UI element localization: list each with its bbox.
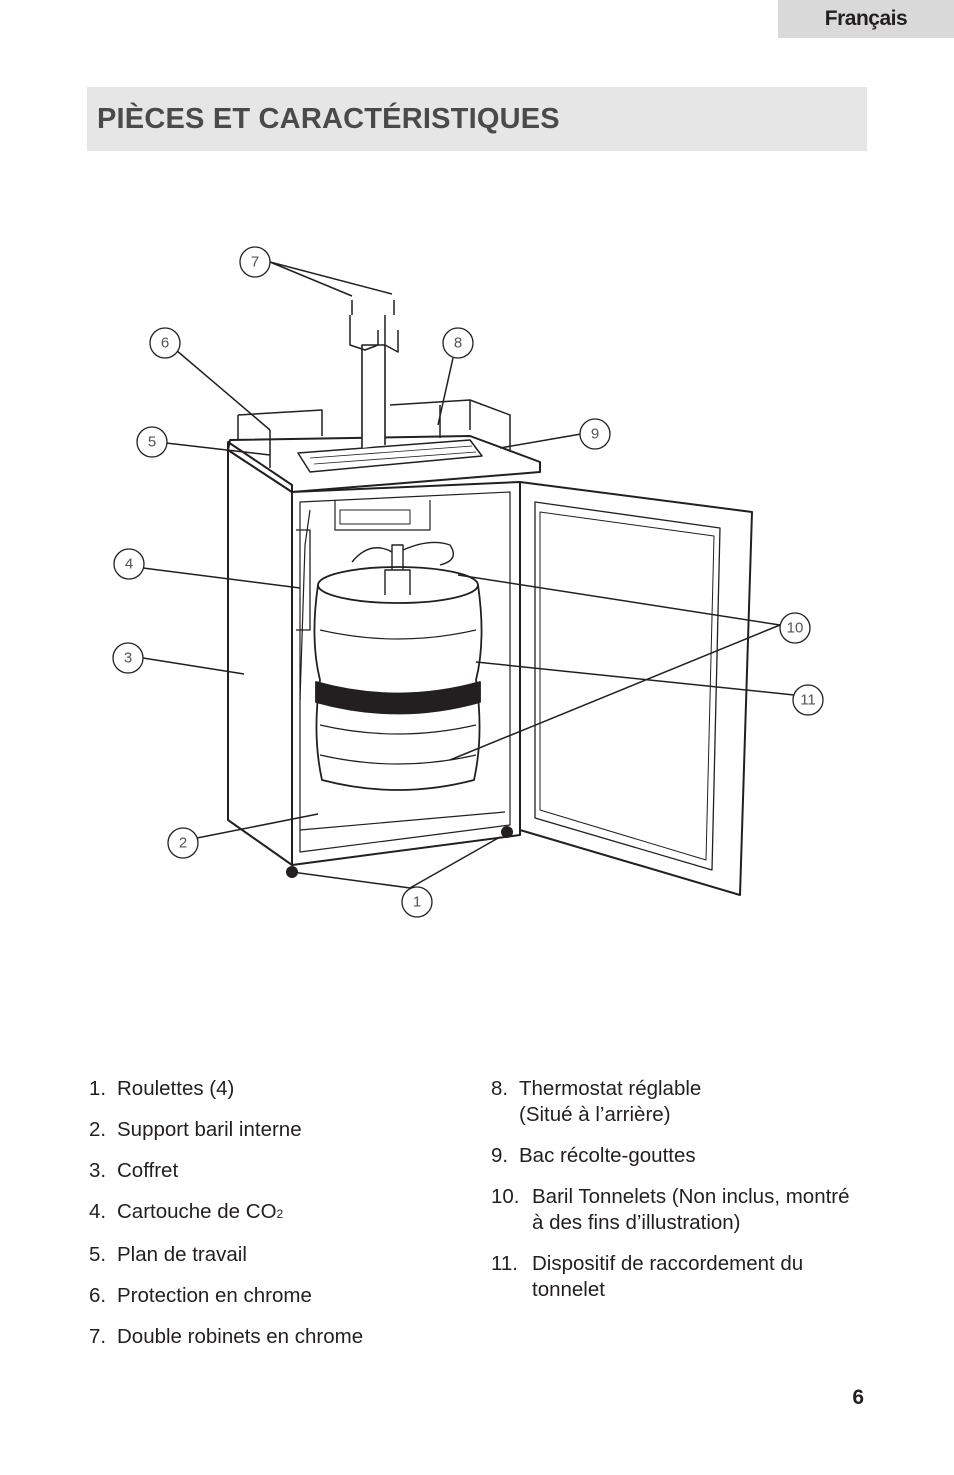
item-number: 7.: [89, 1325, 107, 1348]
cabinet-door: [519, 481, 753, 896]
item-number: 11.: [491, 1252, 518, 1275]
callout-label-3: 3: [124, 650, 132, 667]
item-text: Baril Tonnelets (Non inclus, montré: [532, 1185, 850, 1208]
item-text: Coffret: [117, 1159, 179, 1182]
item-number: 5.: [89, 1243, 107, 1266]
item-text-wrap: Cartouche de CO2: [89, 1199, 469, 1227]
item-text-line2: à des fins d’illustration): [532, 1211, 741, 1234]
drip-tray: [297, 439, 483, 473]
callout-label-7: 7: [251, 254, 259, 271]
item-number: 10.: [491, 1185, 520, 1208]
list-item: 10. Baril Tonnelets (Non inclus, montré …: [491, 1184, 871, 1236]
item-number: 1.: [89, 1077, 107, 1100]
item-number: 4.: [89, 1200, 107, 1223]
keg-coupler: [351, 541, 454, 595]
callout-label-5: 5: [148, 434, 156, 451]
callout-label-10: 10: [787, 620, 804, 637]
list-item: 5. Plan de travail: [89, 1242, 469, 1268]
callout-3: [112, 642, 144, 674]
callout-6: [149, 327, 181, 359]
co2-cartridge: [296, 529, 311, 631]
tap-tower: [361, 344, 386, 448]
kegerator-diagram: 7 6 8 5 9 4 3 10 11 2 1: [112, 246, 824, 918]
list-item: 1. Roulettes (4): [89, 1076, 469, 1102]
item-number: 8.: [491, 1077, 509, 1100]
list-item: 4. Cartouche de CO2: [89, 1199, 469, 1227]
list-item: 6. Protection en chrome: [89, 1283, 469, 1309]
page-number: 6: [852, 1386, 864, 1409]
callout-4: [113, 548, 145, 580]
item-text: Dispositif de raccordement du: [532, 1252, 804, 1275]
item-number: 3.: [89, 1159, 107, 1182]
callout-9: [579, 418, 611, 450]
caster-right: [501, 826, 513, 838]
cabinet-interior: [291, 481, 521, 866]
cabinet-side: [227, 449, 293, 866]
item-text: Cartouche de CO: [117, 1200, 277, 1223]
callout-8: [442, 327, 474, 359]
item-text-line2: (Situé à l’arrière): [519, 1103, 671, 1126]
chrome-guard: [237, 399, 511, 468]
callout-label-1: 1: [413, 894, 421, 911]
item-number: 6.: [89, 1284, 107, 1307]
section-title-bar: PIÈCES ET CARACTÉRISTIQUES: [87, 87, 867, 151]
language-tab: Français: [778, 0, 954, 38]
list-item: 3. Coffret: [89, 1158, 469, 1184]
callout-label-4: 4: [125, 556, 133, 573]
item-text: Roulettes (4): [117, 1077, 235, 1100]
list-item: 8. Thermostat réglable (Situé à l’arrièr…: [491, 1076, 871, 1128]
callout-label-2: 2: [179, 835, 187, 852]
callout-1: [401, 886, 433, 918]
callout-10: [779, 612, 811, 644]
list-item: 11. Dispositif de raccordement du tonnel…: [491, 1251, 871, 1303]
list-item: 7. Double robinets en chrome: [89, 1324, 469, 1350]
callout-label-6: 6: [161, 335, 169, 352]
callout-label-11: 11: [800, 692, 816, 709]
item-text: Plan de travail: [117, 1243, 247, 1266]
page-title: PIÈCES ET CARACTÉRISTIQUES: [97, 102, 560, 135]
callout-7: [239, 246, 271, 278]
callout-11: [792, 684, 824, 716]
list-item: 2. Support baril interne: [89, 1117, 469, 1143]
subscript: 2: [276, 1207, 284, 1221]
parts-list-right: 8. Thermostat réglable (Situé à l’arrièr…: [491, 1076, 871, 1318]
chrome-taps: [349, 300, 399, 353]
item-number: 9.: [491, 1144, 509, 1167]
keg: [313, 566, 483, 791]
callout-2: [167, 827, 199, 859]
item-number: 2.: [89, 1118, 107, 1141]
callout-5: [136, 426, 168, 458]
parts-list-left: 1. Roulettes (4) 2. Support baril intern…: [89, 1076, 469, 1365]
item-text: Bac récolte-gouttes: [519, 1144, 696, 1167]
item-text: Double robinets en chrome: [117, 1325, 364, 1348]
callout-label-9: 9: [591, 426, 599, 443]
item-text-line2: tonnelet: [532, 1278, 605, 1301]
item-text: Thermostat réglable: [519, 1077, 702, 1100]
item-text: Protection en chrome: [117, 1284, 312, 1307]
item-text: Support baril interne: [117, 1118, 302, 1141]
callout-label-8: 8: [454, 335, 462, 352]
list-item: 9. Bac récolte-gouttes: [491, 1143, 871, 1169]
